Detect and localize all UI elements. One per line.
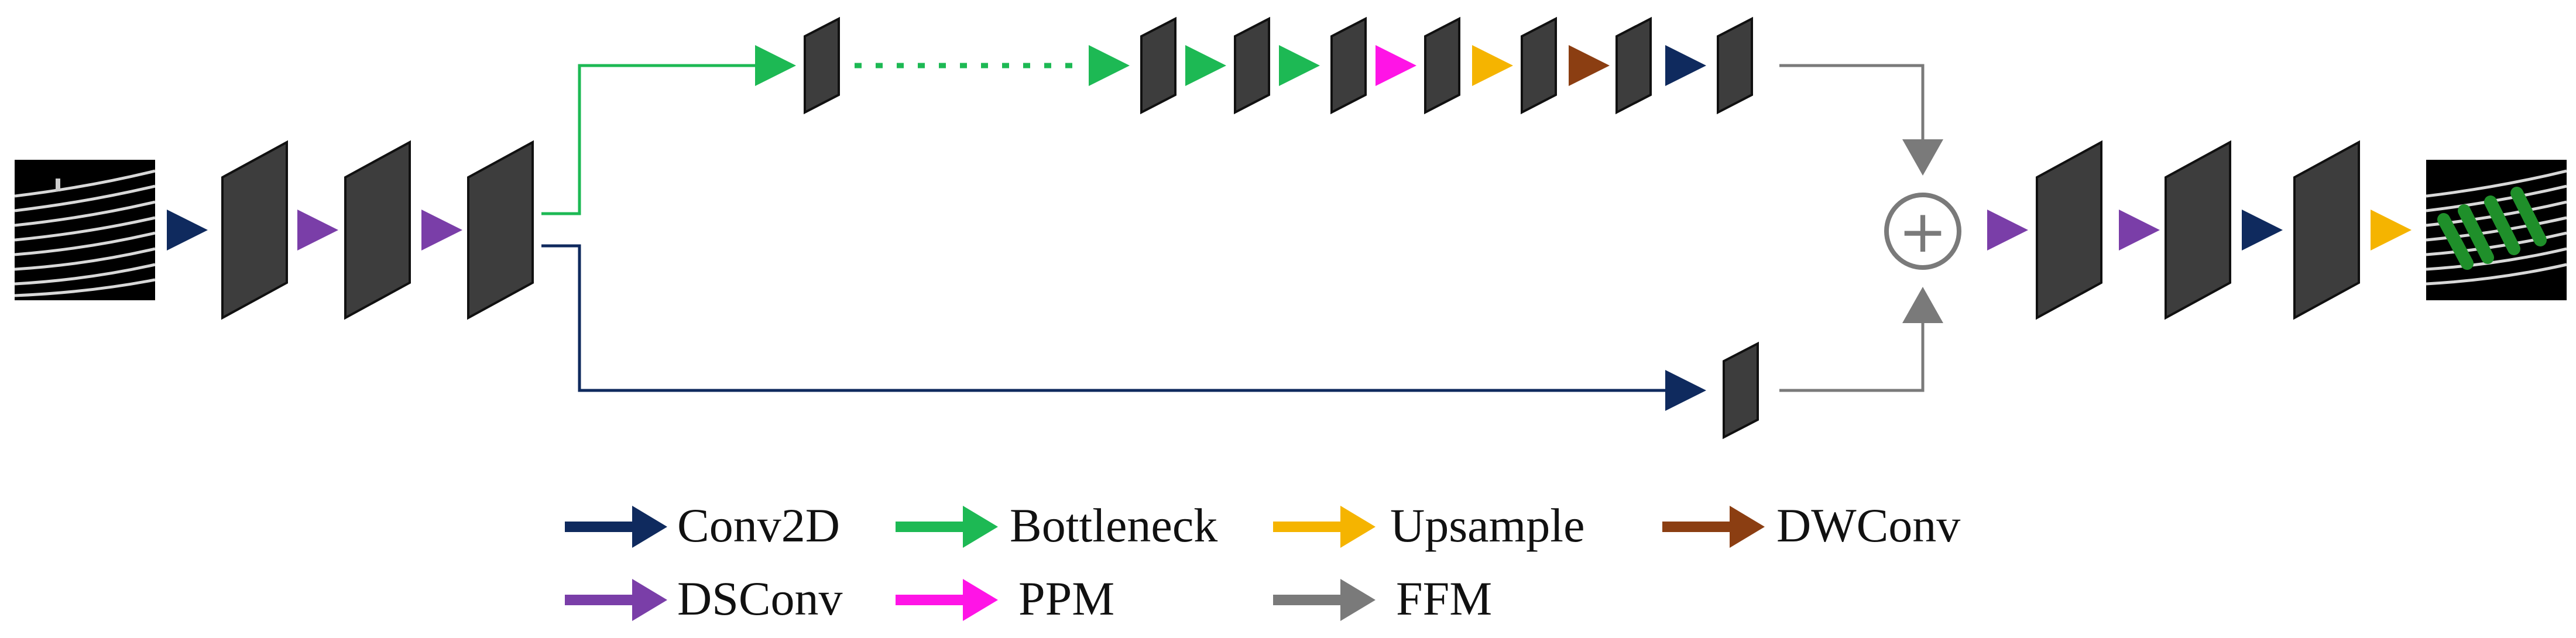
- legend-arrow-dwconv: [1662, 506, 1765, 548]
- dsconv-arrow-1: [297, 210, 338, 251]
- upsample-arrow-1: [1472, 45, 1513, 86]
- legend: Conv2D Bottleneck Upsample DWConv DSConv…: [565, 499, 1960, 625]
- bottleneck-arrow-4: [1279, 45, 1320, 86]
- small-block-skip: [1723, 341, 1759, 440]
- small-block-6: [1521, 16, 1557, 115]
- small-block-1: [804, 16, 840, 115]
- small-block-4: [1330, 16, 1367, 115]
- feature-block-6: [2293, 140, 2360, 320]
- legend-label-ppm: PPM: [1018, 572, 1114, 625]
- legend-label-dwconv: DWConv: [1776, 499, 1960, 552]
- legend-arrow-bottleneck: [896, 506, 998, 548]
- dwconv-arrow: [1569, 45, 1610, 86]
- bottleneck-arrow-1: [755, 45, 796, 86]
- conv2d-arrow-3: [1665, 370, 1706, 411]
- conv2d-arrow-1: [167, 210, 208, 251]
- input-image: [15, 160, 155, 300]
- feature-block-1: [221, 140, 288, 320]
- bottleneck-arrow-3: [1185, 45, 1226, 86]
- bottleneck-arrow-2: [1089, 45, 1130, 86]
- ffm-arrowhead-bottom: [1902, 287, 1943, 323]
- legend-label-conv2d: Conv2D: [677, 499, 840, 552]
- legend-label-bottleneck: Bottleneck: [1010, 499, 1217, 552]
- ffm-bottom-line: [1779, 319, 1925, 392]
- legend-label-upsample: Upsample: [1390, 499, 1584, 552]
- fusion-add-icon: +: [1884, 193, 1961, 270]
- legend-arrow-ffm: [1273, 579, 1376, 621]
- dsconv-arrow-4: [2119, 210, 2160, 251]
- small-block-5: [1424, 16, 1460, 115]
- feature-block-3: [467, 140, 534, 320]
- ffm-arrowhead-top: [1902, 139, 1943, 176]
- small-block-8: [1717, 16, 1753, 115]
- upsample-arrow-2: [2371, 210, 2412, 251]
- conv2d-arrow-4: [2242, 210, 2283, 251]
- feature-block-4: [2036, 140, 2102, 320]
- legend-arrow-ppm: [896, 579, 998, 621]
- legend-label-ffm: FFM: [1396, 572, 1492, 625]
- ppm-arrow: [1376, 45, 1416, 86]
- small-block-2: [1140, 16, 1176, 115]
- bottleneck-branch-line: [541, 64, 755, 215]
- legend-arrow-conv2d: [565, 506, 667, 548]
- legend-label-dsconv: DSConv: [677, 572, 843, 625]
- dsconv-arrow-2: [421, 210, 462, 251]
- feature-block-2: [344, 140, 411, 320]
- dsconv-arrow-3: [1987, 210, 2028, 251]
- small-block-3: [1234, 16, 1270, 115]
- feature-block-5: [2165, 140, 2231, 320]
- svg-text:+: +: [1898, 197, 1947, 266]
- output-image: [2426, 160, 2567, 300]
- small-block-7: [1615, 16, 1652, 115]
- skip-branch-line: [541, 244, 1680, 392]
- ffm-top-line: [1779, 64, 1925, 140]
- conv2d-arrow-2: [1665, 45, 1706, 86]
- legend-arrow-dsconv: [565, 579, 667, 621]
- legend-arrow-upsample: [1273, 506, 1376, 548]
